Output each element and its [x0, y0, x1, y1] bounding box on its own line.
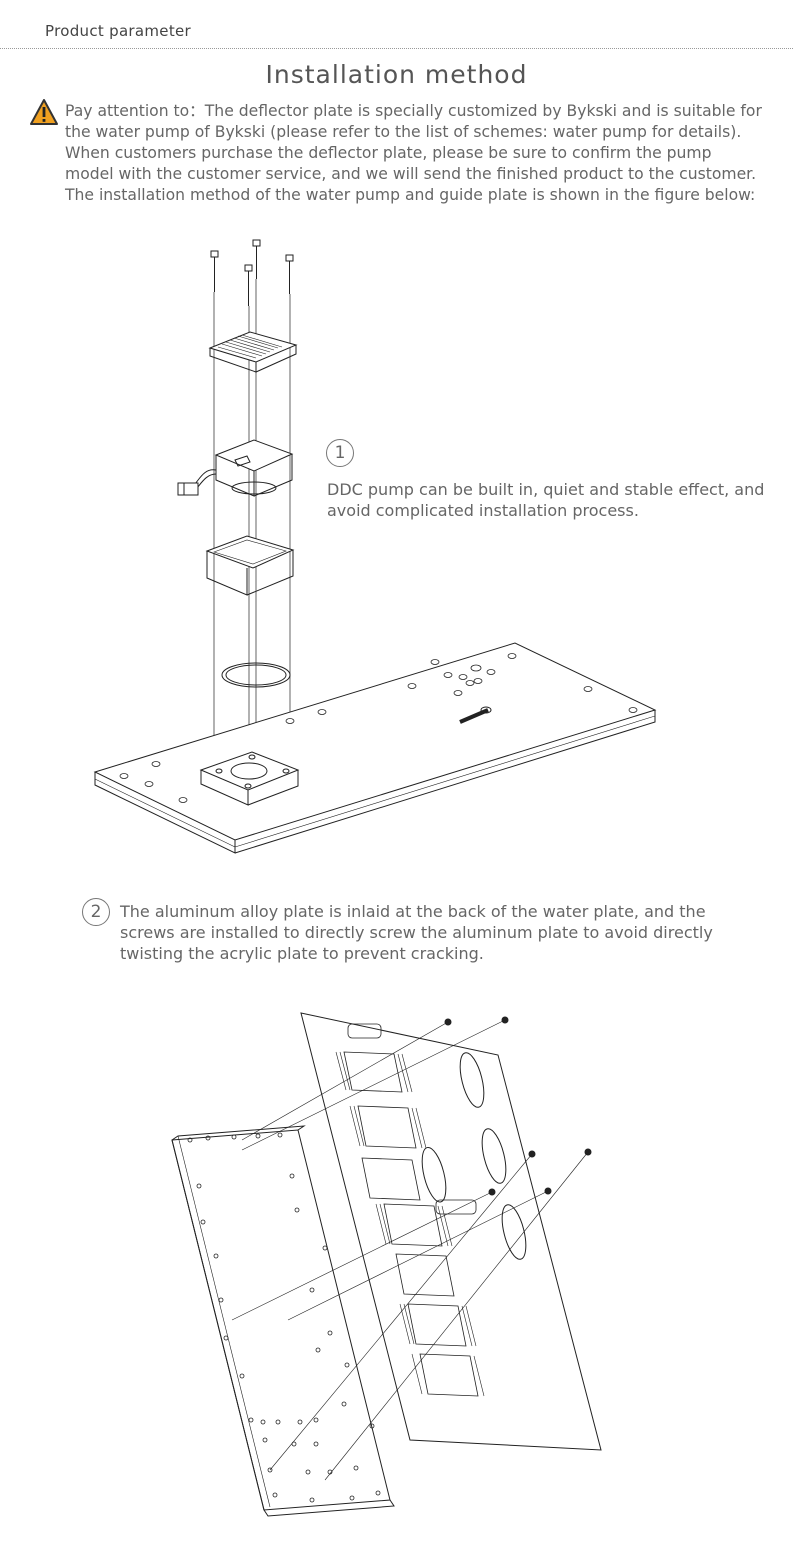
step-1-number: 1 [326, 439, 354, 467]
plate-exploded-illustration [171, 1012, 602, 1517]
pump-exploded-illustration [93, 239, 657, 854]
step-1-text: DDC pump can be built in, quiet and stab… [327, 480, 765, 520]
step-2-text: The aluminum alloy plate is inlaid at th… [120, 902, 713, 963]
warning-icon [30, 99, 58, 125]
page-header: Product parameter [0, 0, 793, 50]
notice-text: Pay attention to：The deflector plate is … [65, 102, 762, 204]
screw-icon [210, 239, 294, 306]
step-2-number: 2 [82, 898, 110, 926]
page-title: Installation method [265, 60, 528, 89]
header-label: Product parameter [45, 22, 192, 40]
header-divider [0, 48, 793, 49]
